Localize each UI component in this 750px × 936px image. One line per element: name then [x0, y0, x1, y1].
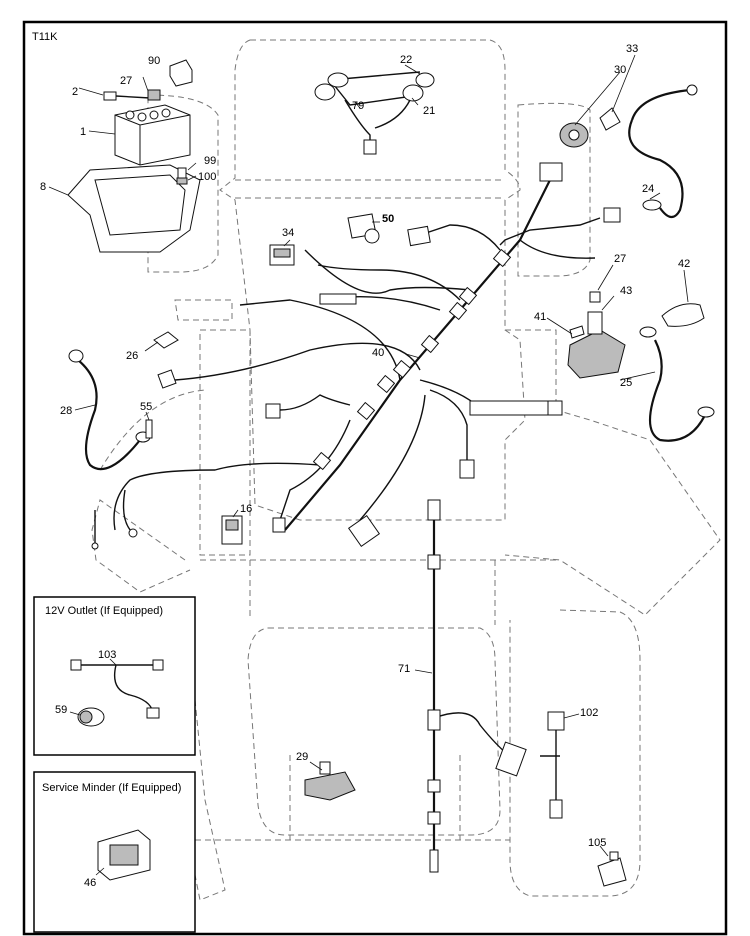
- outlet-inset-title: 12V Outlet (If Equipped): [45, 605, 163, 617]
- callout-59: 59: [55, 704, 67, 716]
- battery-group: [48, 59, 201, 253]
- callout-22: 22: [400, 54, 412, 66]
- diagram-frame: [22, 20, 728, 936]
- callout-71: 71: [398, 663, 410, 675]
- callout-28: 28: [60, 405, 72, 417]
- callout-25: 25: [620, 377, 632, 389]
- callout-90: 90: [148, 55, 160, 67]
- callout-43: 43: [620, 285, 632, 297]
- main-harness: [113, 162, 621, 548]
- callout-55: 55: [140, 401, 152, 413]
- callout-34: 34: [282, 227, 294, 239]
- callout-29: 29: [296, 751, 308, 763]
- callout-102: 102: [580, 707, 598, 719]
- callout-99: 99: [204, 155, 216, 167]
- callout-100: 100: [198, 171, 216, 183]
- callout-24: 24: [642, 183, 654, 195]
- outlet-inset: 12V Outlet (If Equipped) 103 59: [33, 596, 196, 756]
- callout-27-battery: 27: [120, 75, 132, 87]
- callout-16: 16: [240, 503, 252, 515]
- callout-40: 40: [372, 347, 384, 359]
- callout-1: 1: [80, 126, 86, 138]
- callout-8: 8: [40, 181, 46, 193]
- service-minder-inset: Service Minder (If Equipped) 46: [33, 771, 196, 933]
- callout-42: 42: [678, 258, 690, 270]
- callout-33: 33: [626, 43, 638, 55]
- service-minder-inset-title: Service Minder (If Equipped): [42, 782, 181, 794]
- callout-26: 26: [126, 350, 138, 362]
- callout-103: 103: [98, 649, 116, 661]
- callout-labels: 90 27 2 1 99 100 8 22 79 21 30 33 24 34 …: [40, 43, 690, 849]
- ignition-switch: [559, 107, 621, 148]
- headlight-assembly: [314, 71, 435, 155]
- misc-components: [91, 213, 705, 887]
- tractor-outline: [91, 39, 721, 901]
- page-title: T11K: [32, 31, 58, 43]
- callout-50: 50: [382, 213, 394, 225]
- callout-41: 41: [534, 311, 546, 323]
- callout-46: 46: [84, 877, 96, 889]
- callout-2: 2: [72, 86, 78, 98]
- callout-21: 21: [423, 105, 435, 117]
- callout-79: 79: [352, 100, 364, 112]
- leader-lines: [74, 54, 689, 857]
- callout-105: 105: [588, 837, 606, 849]
- battery-cables: [68, 84, 715, 471]
- callout-27-solenoid: 27: [614, 253, 626, 265]
- callout-30: 30: [614, 64, 626, 76]
